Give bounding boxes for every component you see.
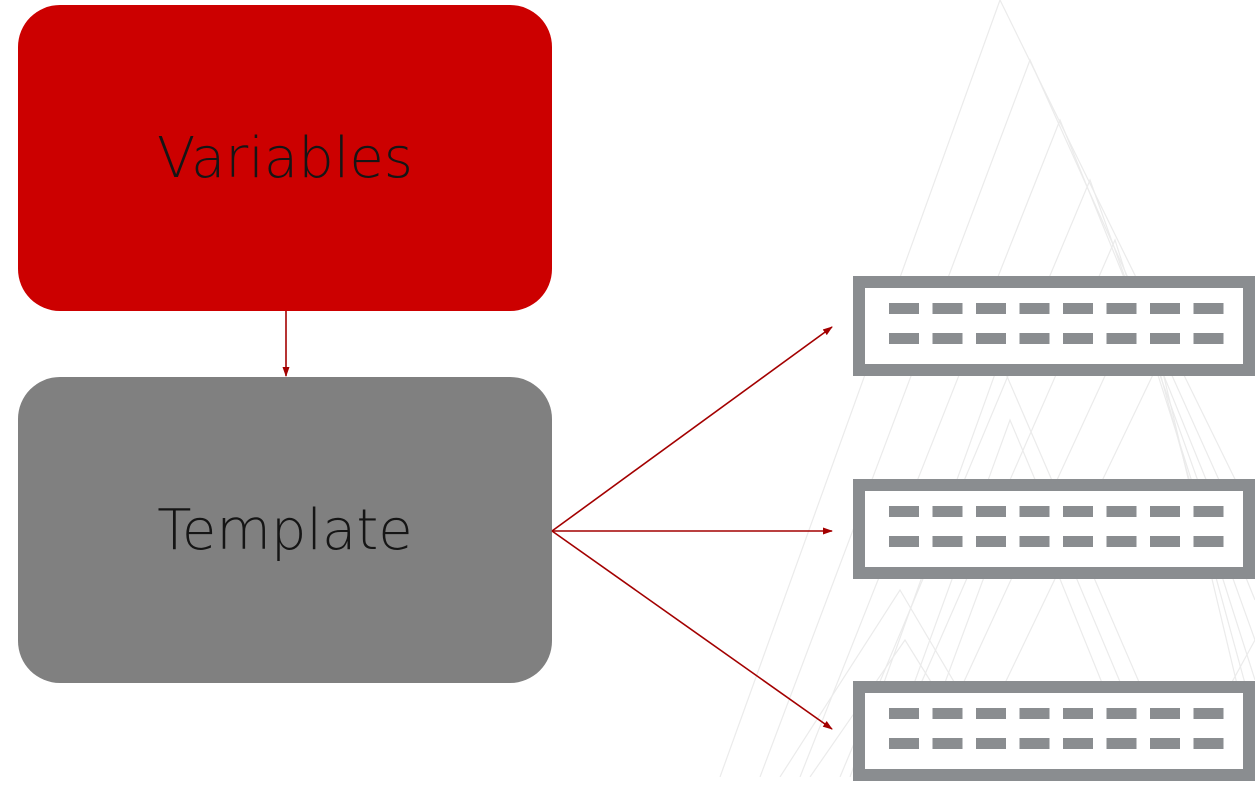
switch-port (1150, 708, 1180, 719)
switch-port (1106, 708, 1137, 719)
variables-label: Variables (157, 125, 413, 191)
switch-port (976, 536, 1006, 547)
switch-port (1019, 536, 1050, 547)
switch-port (1150, 333, 1180, 344)
switch-port (976, 303, 1006, 314)
switch-port (1106, 536, 1137, 547)
switch-port (1063, 506, 1093, 517)
switch-port (1106, 333, 1137, 344)
switch-port (1193, 333, 1224, 344)
network-switch-icon (853, 479, 1255, 583)
switch-port (1193, 506, 1224, 517)
switch-port (889, 303, 919, 314)
network-switch-icon (853, 681, 1255, 785)
switch-port (1193, 738, 1224, 749)
switch-port (1063, 303, 1093, 314)
switch-port (932, 738, 963, 749)
switch-port (1019, 738, 1050, 749)
switch-port (976, 506, 1006, 517)
switch-port (1150, 738, 1180, 749)
network-switch-icon (853, 276, 1255, 380)
switch-port (889, 333, 919, 344)
switch-port (1019, 708, 1050, 719)
switch-port (1063, 738, 1093, 749)
switch-port (889, 738, 919, 749)
variables-node: Variables (18, 5, 552, 311)
template-label: Template (157, 497, 413, 563)
switch-port (976, 708, 1006, 719)
switch-port (1106, 738, 1137, 749)
switch-port (976, 333, 1006, 344)
switch-port (1019, 506, 1050, 517)
template-node: Template (18, 377, 552, 683)
switch-port (1106, 506, 1137, 517)
switch-port (1106, 303, 1137, 314)
switch-port (1193, 708, 1224, 719)
switch-port (932, 536, 963, 547)
switch-port (976, 738, 1006, 749)
switch-port (1063, 333, 1093, 344)
switch-port (1150, 536, 1180, 547)
arrow-template-to-device-3 (551, 530, 833, 730)
switch-port (889, 708, 919, 719)
switch-port (932, 506, 963, 517)
switch-port (1150, 303, 1180, 314)
switch-port (889, 536, 919, 547)
switch-port (932, 303, 963, 314)
switch-port (1150, 506, 1180, 517)
switch-port (932, 333, 963, 344)
switch-port (1019, 303, 1050, 314)
switch-port (932, 708, 963, 719)
switch-port (1063, 536, 1093, 547)
switch-port (1063, 708, 1093, 719)
switch-port (1019, 333, 1050, 344)
switch-port (1193, 303, 1224, 314)
switch-port (889, 506, 919, 517)
switch-port (1193, 536, 1224, 547)
arrow-template-to-device-1 (551, 326, 833, 532)
